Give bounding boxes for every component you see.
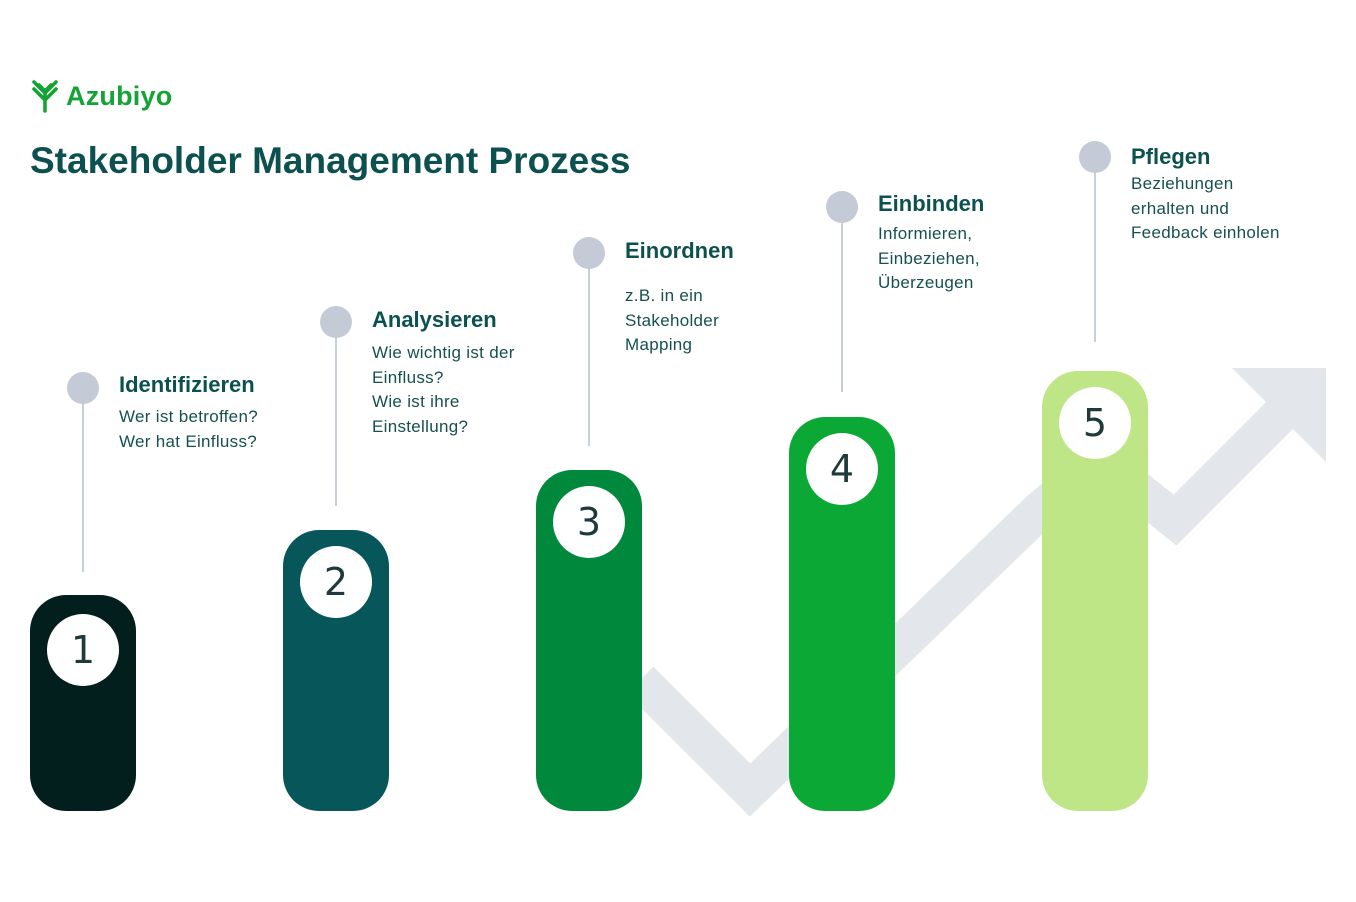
step-4-title: Einbinden — [878, 191, 985, 216]
step-2-title: Analysieren — [372, 307, 497, 332]
step-4-description: Informieren, Einbeziehen, Überzeugen — [878, 222, 980, 296]
step-1-title: Identifizieren — [119, 372, 255, 397]
step-1-line: Wer hat Einfluss? — [119, 431, 258, 451]
step-2-number: 2 — [300, 546, 372, 618]
brand-name: Azubiyo — [66, 80, 173, 111]
step-5-dot — [1079, 141, 1111, 173]
step-5-line: Beziehungen — [1131, 174, 1234, 193]
step-1-description: Wer ist betroffen? Wer hat Einfluss? — [119, 405, 258, 454]
step-3-dot — [573, 237, 605, 269]
step-3-number: 3 — [553, 486, 625, 558]
step-3-description: z.B. in ein Stakeholder Mapping — [625, 284, 719, 358]
step-3-connector — [588, 262, 590, 446]
step-2-line: Einstellung? — [372, 416, 469, 436]
step-3-line: Stakeholder — [625, 310, 720, 330]
page-title: Stakeholder Management Prozess — [30, 140, 631, 181]
step-5-line: Feedback einholen — [1131, 223, 1280, 242]
step-4-line: Informieren, — [878, 224, 973, 243]
step-2-line: Einfluss? — [372, 367, 444, 387]
step-2-description: Wie wichtig ist der Einfluss? Wie ist ih… — [372, 341, 515, 439]
step-5-line: erhalten und — [1131, 198, 1230, 218]
step-5-number: 5 — [1059, 387, 1131, 459]
step-2-connector — [335, 332, 337, 506]
step-1-connector — [82, 398, 84, 572]
step-2-line: Wie ist ihre — [372, 392, 460, 411]
step-5-description: Beziehungen erhalten und Feedback einhol… — [1131, 172, 1280, 246]
azubiyo-logo-icon — [32, 80, 58, 113]
step-1-dot — [67, 372, 99, 404]
step-5-connector — [1094, 166, 1096, 342]
step-3-line: Mapping — [625, 335, 693, 354]
step-4-line: Einbeziehen, — [878, 248, 980, 268]
step-2-line: Wie wichtig ist der — [372, 343, 515, 362]
step-3-title: Einordnen — [625, 238, 734, 263]
azubiyo-logo: Azubiyo — [30, 78, 172, 114]
step-4-connector — [841, 214, 843, 392]
step-1-number: 1 — [47, 614, 119, 686]
step-3-line: z.B. in ein — [625, 286, 703, 305]
step-2-dot — [320, 306, 352, 338]
step-1-line: Wer ist betroffen? — [119, 407, 258, 426]
step-5-title: Pflegen — [1131, 144, 1211, 169]
step-4-number: 4 — [806, 433, 878, 505]
step-4-line: Überzeugen — [878, 273, 974, 292]
step-4-dot — [826, 191, 858, 223]
